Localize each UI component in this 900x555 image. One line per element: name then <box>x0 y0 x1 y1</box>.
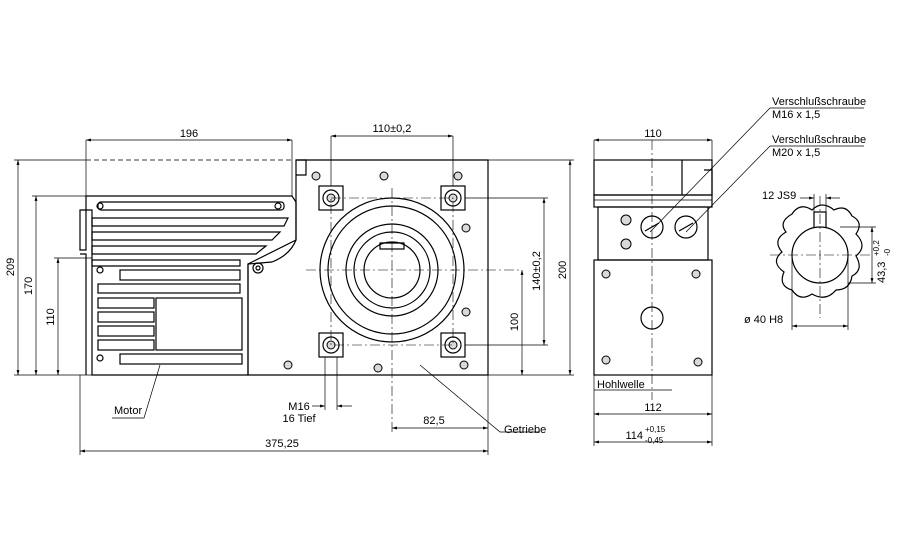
label-vs1-size: M16 x 1,5 <box>772 109 820 121</box>
dim-114-upper-tol: +0,15 <box>645 425 666 434</box>
dim-375-25: 375,25 <box>265 438 299 450</box>
label-vs2-title: Verschlußschraube <box>772 134 866 146</box>
hollow-shaft-detail <box>770 196 872 318</box>
dim-110-side: 110 <box>644 128 662 140</box>
label-vs2-size: M20 x 1,5 <box>772 147 820 159</box>
label-vs1-title: Verschlußschraube <box>772 96 866 108</box>
dim-196: 196 <box>180 128 198 140</box>
gearbox-body <box>247 159 520 432</box>
leader-lines <box>112 107 864 433</box>
dimension-lines <box>14 134 876 455</box>
dim-170: 170 <box>23 277 35 295</box>
label-m16: M16 <box>288 401 309 413</box>
side-view <box>593 140 713 400</box>
dim-112: 112 <box>644 402 662 414</box>
dim-114: 114 <box>625 430 643 442</box>
dim-110-top: 110±0,2 <box>373 123 412 135</box>
label-motor: Motor <box>114 405 142 417</box>
label-getriebe: Getriebe <box>504 424 546 436</box>
dim-209: 209 <box>5 258 17 276</box>
dim-200: 200 <box>557 261 569 279</box>
dim-40-h8: ø 40 H8 <box>744 314 783 326</box>
dim-110-left: 110 <box>45 308 57 326</box>
dim-43-3-lower-tol: -0 <box>883 248 892 256</box>
dim-82-5: 82,5 <box>423 415 444 427</box>
motor-body <box>79 159 297 376</box>
label-hohlwelle: Hohlwelle <box>597 379 645 391</box>
dim-140: 140±0,2 <box>531 251 543 291</box>
dim-114-lower-tol: -0,45 <box>645 436 664 445</box>
label-16-tief: 16 Tief <box>282 413 316 425</box>
dim-43-3: 43,3 <box>876 262 888 283</box>
dim-100: 100 <box>509 313 521 331</box>
dim-12-js9: 12 JS9 <box>762 190 796 202</box>
dim-43-3-upper-tol: +0,2 <box>872 240 881 256</box>
